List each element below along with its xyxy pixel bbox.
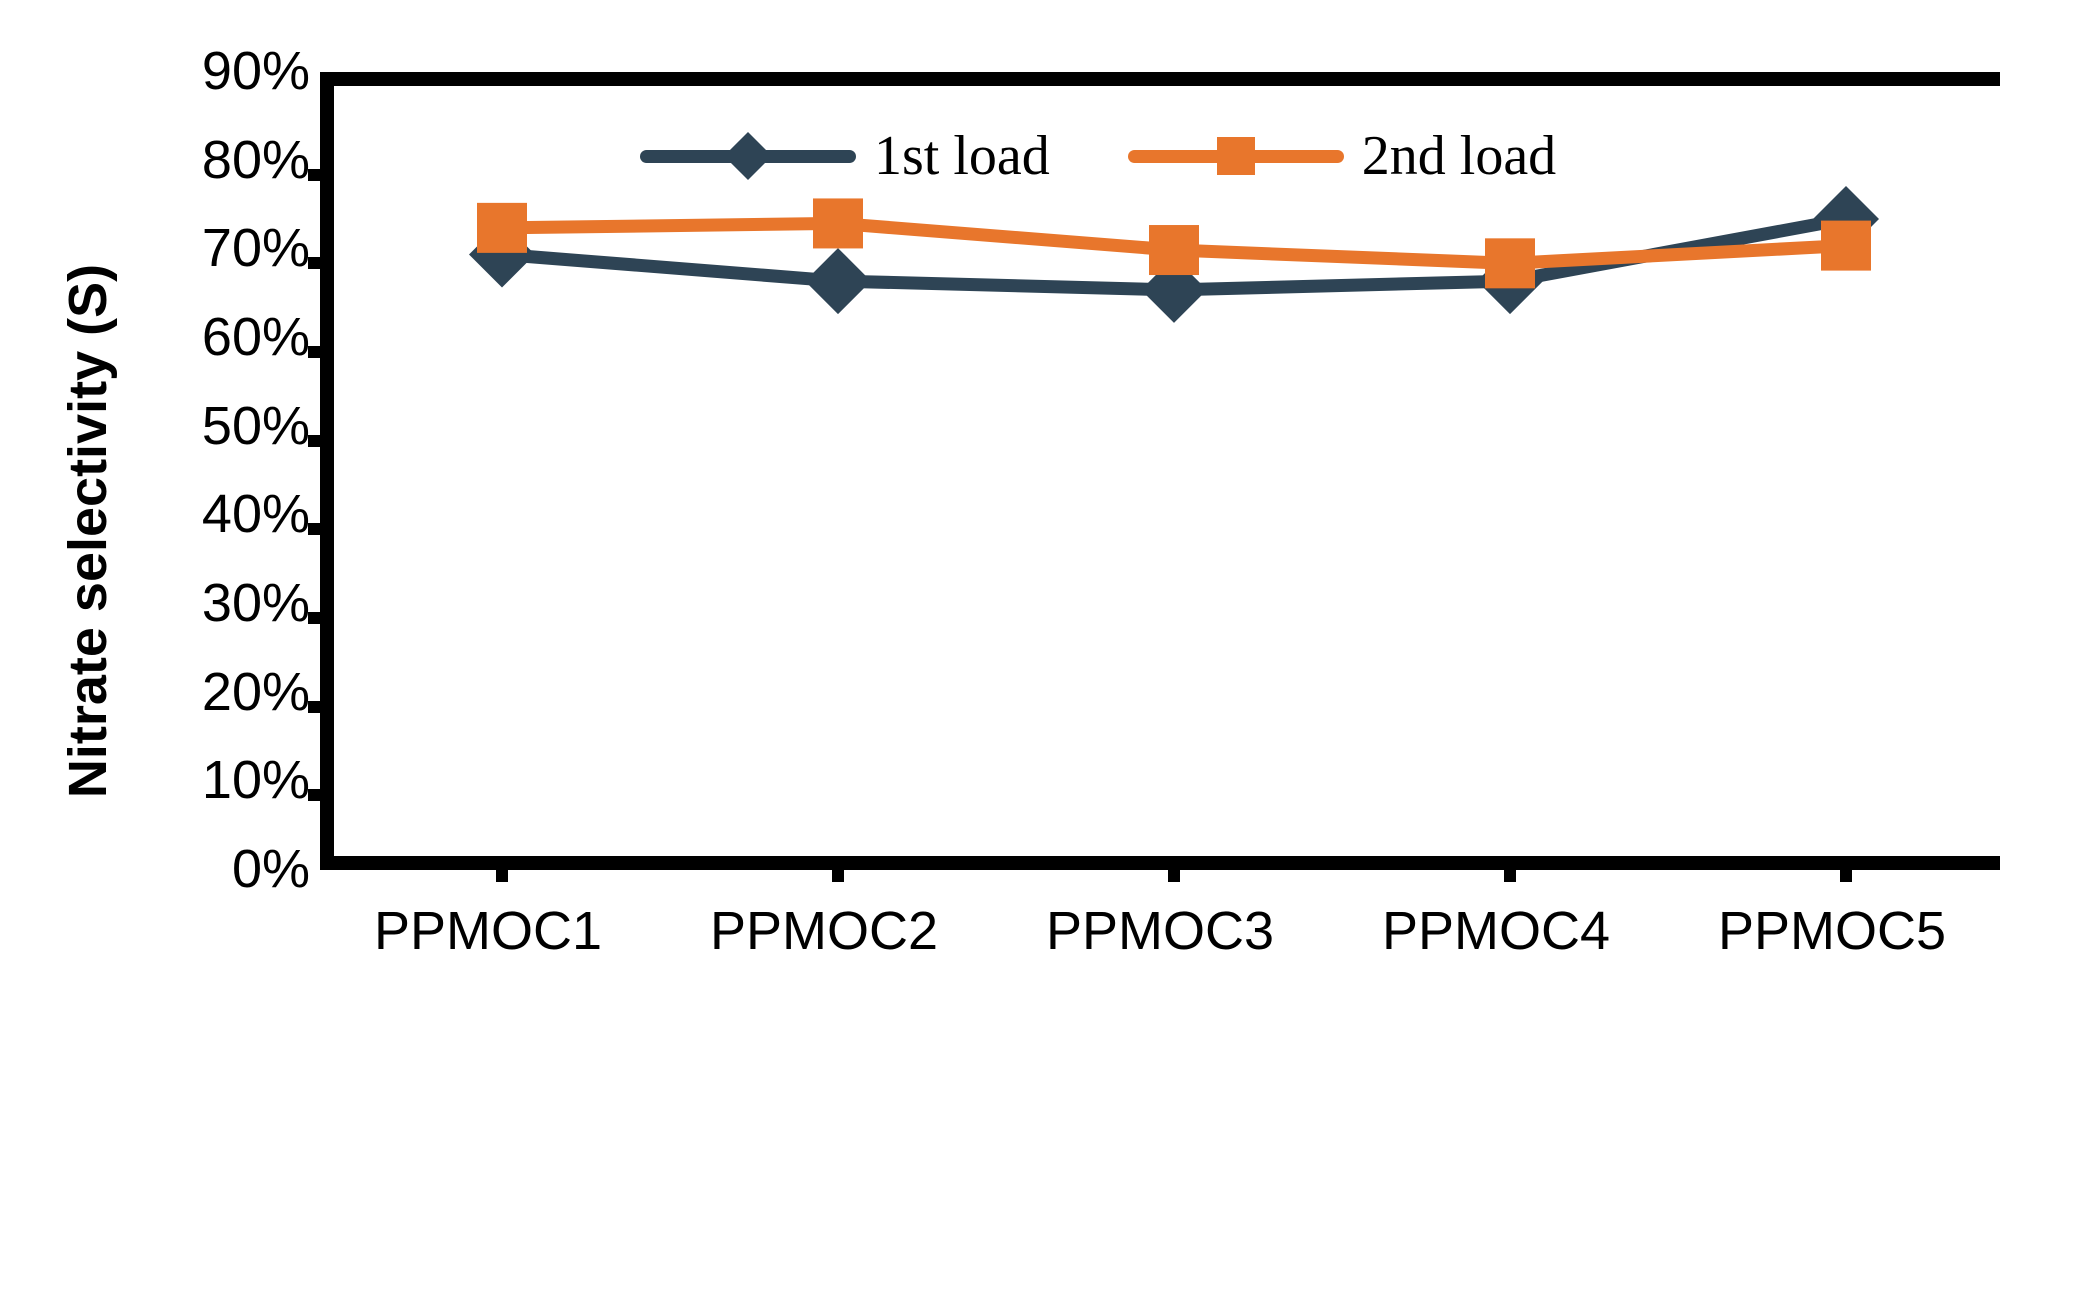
x-axis-tick-label: PPMOC4 xyxy=(1381,901,1611,961)
x-axis-tick-labels: PPMOC1 PPMOC2 PPMOC3 PPMOC4 PPMOC5 xyxy=(320,900,2000,990)
x-axis-tick-mark xyxy=(1840,856,1852,882)
plot-area xyxy=(308,72,2000,882)
y-axis-tick-label: 50% xyxy=(201,395,310,456)
data-point-square xyxy=(1485,238,1535,289)
legend-marker-diamond-icon xyxy=(723,131,773,181)
plot-svg xyxy=(469,186,1879,323)
y-axis-tick-mark xyxy=(308,789,334,802)
y-axis-tick-mark xyxy=(308,346,334,358)
data-point-diamond xyxy=(805,248,871,315)
legend-swatch-square-icon xyxy=(1127,136,1344,176)
y-axis-tick-mark xyxy=(308,257,334,270)
legend-entry-1[interactable]: 1st load xyxy=(640,128,1050,184)
x-axis-tick-label: PPMOC5 xyxy=(1717,901,1947,961)
y-axis-tick-mark xyxy=(308,612,334,624)
series-2-group xyxy=(477,198,1871,289)
y-axis-tick-label: 40% xyxy=(201,484,310,545)
x-axis-tick-mark xyxy=(1504,856,1516,882)
data-point-square xyxy=(477,202,527,253)
legend-entry-2[interactable]: 2nd load xyxy=(1127,125,1557,187)
x-axis-tick-mark xyxy=(496,856,508,882)
legend-label: 1st load xyxy=(874,125,1050,187)
y-axis-tick-label: 70% xyxy=(201,218,310,279)
x-axis-tick-mark xyxy=(832,856,844,882)
y-axis-tick-label: 0% xyxy=(231,839,310,899)
data-point-square xyxy=(1149,225,1199,276)
y-axis-tick-label: 20% xyxy=(201,661,310,722)
legend-swatch-diamond-icon xyxy=(640,131,856,181)
legend-marker-square-icon xyxy=(1216,137,1255,175)
y-axis-tick-label: 60% xyxy=(201,307,310,367)
y-axis-tick-labels: 90% 80% 70% 60% 50% 40% 30% 20% 10% 0% xyxy=(110,0,310,1295)
y-axis-tick-mark xyxy=(308,168,334,181)
data-point-square xyxy=(813,198,863,249)
y-axis-tick-label: 30% xyxy=(201,573,310,633)
y-axis-tick-label: 80% xyxy=(201,129,310,190)
y-axis-tick-mark xyxy=(308,700,334,713)
x-axis-tick-label: PPMOC1 xyxy=(373,901,603,961)
y-axis-tick-mark xyxy=(308,434,334,447)
x-axis-tick-mark xyxy=(1168,856,1180,882)
x-axis-tick-label: PPMOC2 xyxy=(709,901,939,961)
x-axis-tick-label: PPMOC3 xyxy=(1045,901,1275,961)
chart-legend: 1st load 2nd load xyxy=(640,128,1556,184)
legend-label: 2nd load xyxy=(1361,125,1557,187)
y-axis-tick-label: 10% xyxy=(201,750,310,811)
y-axis-tick-mark xyxy=(308,523,334,536)
y-axis-tick-label: 90% xyxy=(201,41,310,101)
data-point-square xyxy=(1821,220,1871,271)
